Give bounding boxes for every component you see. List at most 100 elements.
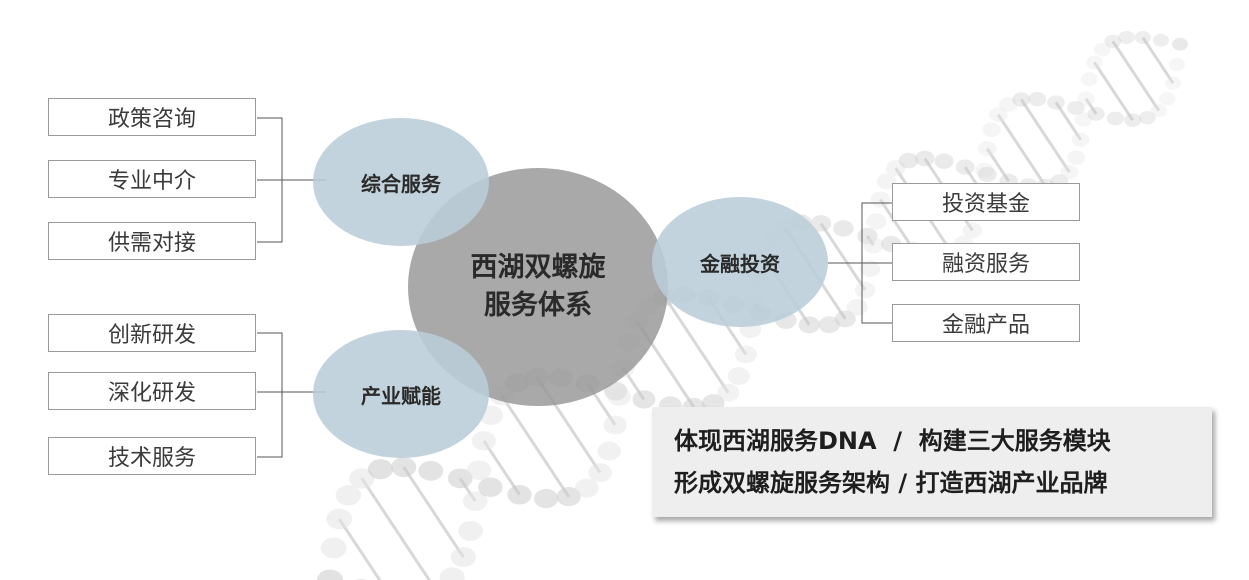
dna-bead	[1152, 33, 1170, 47]
service-item-deepening-rd: 深化研发	[48, 372, 256, 410]
dna-bead	[1138, 110, 1156, 125]
dna-bead	[632, 390, 656, 409]
dna-bead	[1172, 37, 1188, 51]
dna-bead	[447, 468, 473, 489]
dna-bead	[859, 260, 881, 277]
dna-bead	[885, 160, 906, 176]
dna-bead	[1124, 113, 1142, 127]
service-item-policy-consulting: 政策咨询	[48, 98, 256, 136]
dna-bead	[418, 460, 444, 481]
dna-bead	[1071, 132, 1090, 147]
dna-bead	[466, 460, 492, 481]
dna-rung	[996, 113, 1047, 187]
dna-bead	[977, 166, 997, 182]
dna-bead	[1104, 34, 1122, 48]
dna-rung	[1019, 98, 1071, 173]
dna-bead	[326, 508, 353, 530]
service-item-investment-fund: 投资基金	[892, 183, 1080, 221]
module-circle-finance: 金融投资	[652, 197, 828, 327]
dna-bead	[898, 152, 919, 169]
dna-bead	[367, 459, 394, 480]
dna-bead	[1158, 92, 1176, 106]
dna-bead	[834, 310, 856, 328]
dna-bead	[462, 491, 488, 512]
dna-rung	[879, 198, 916, 252]
module-circle-comprehensive: 综合服务	[313, 118, 489, 246]
dna-bead	[1047, 95, 1065, 110]
dna-bead	[597, 441, 621, 461]
dna-rung	[360, 477, 432, 580]
dna-bead	[1012, 92, 1031, 107]
dna-bead	[866, 213, 887, 230]
dna-rung	[866, 235, 875, 247]
dna-rung	[663, 296, 730, 394]
service-item-innovation-rd: 创新研发	[48, 314, 256, 352]
summary-line-2: 形成双螺旋服务架构 / 打造西湖产业品牌	[674, 469, 1108, 497]
dna-bead	[574, 478, 599, 498]
dna-bead	[1067, 150, 1086, 165]
dna-bead	[989, 107, 1008, 123]
service-item-professional-agency: 专业中介	[48, 160, 256, 198]
dna-bead	[349, 468, 375, 489]
connector-finance	[828, 202, 892, 324]
dna-bead	[1028, 91, 1047, 107]
dna-bead	[1074, 112, 1093, 127]
dna-rung	[402, 466, 465, 558]
dna-bead	[870, 191, 891, 208]
dna-bead	[833, 220, 854, 237]
dna-bead	[1118, 30, 1135, 45]
dna-bead	[533, 488, 559, 509]
dna-bead	[998, 97, 1018, 112]
dna-bead	[934, 153, 954, 169]
dna-bead	[876, 173, 897, 190]
dna-bead	[1150, 103, 1168, 118]
dna-bead	[1085, 55, 1103, 70]
dna-bead	[962, 222, 983, 239]
dna-bead	[1077, 91, 1095, 106]
dna-bead	[607, 387, 631, 406]
dna-bead	[556, 487, 581, 507]
module-circle-industry: 产业赋能	[313, 330, 489, 458]
dna-bead	[1067, 100, 1085, 115]
dna-bead	[450, 547, 476, 568]
dna-bead	[507, 485, 532, 505]
dna-bead	[1087, 106, 1105, 121]
dna-bead	[915, 150, 935, 167]
dna-bead	[391, 457, 417, 478]
dna-bead	[588, 463, 612, 483]
dna-bead	[727, 367, 750, 385]
service-item-supply-demand: 供需对接	[48, 222, 256, 260]
center-title-line1: 西湖双螺旋	[470, 252, 606, 283]
dna-rung	[1093, 61, 1134, 121]
summary-line-1: 体现西湖服务DNA / 构建三大服务模块	[674, 427, 1111, 455]
dna-bead	[1106, 111, 1124, 126]
dna-bead	[1172, 37, 1188, 51]
service-item-technical-service: 技术服务	[48, 437, 256, 475]
dna-rung	[1111, 40, 1161, 112]
dna-bead	[478, 477, 503, 498]
dna-bead	[1080, 72, 1098, 87]
dna-bead	[818, 316, 840, 334]
dna-bead	[810, 215, 832, 232]
dna-rung	[1141, 36, 1175, 84]
dna-rung	[985, 147, 1010, 182]
dna-bead	[734, 345, 757, 364]
dna-bead	[439, 567, 465, 580]
dna-bead	[974, 162, 994, 178]
dna-bead	[1134, 31, 1152, 45]
dna-rung	[819, 222, 867, 291]
dna-bead	[604, 381, 628, 401]
dna-rung	[337, 518, 382, 580]
dna-bead	[317, 569, 343, 580]
dna-bead	[1060, 164, 1079, 180]
dna-bead	[854, 281, 876, 299]
dna-bead	[955, 159, 975, 175]
dna-bead	[1093, 42, 1111, 57]
dna-bead	[1164, 76, 1182, 90]
dna-bead	[471, 431, 496, 451]
dna-bead	[798, 316, 820, 334]
summary-box: 体现西湖服务DNA / 构建三大服务模块 形成双螺旋服务架构 / 打造西湖产业品…	[652, 407, 1212, 517]
dna-rung	[1054, 101, 1082, 141]
dna-rung	[500, 394, 570, 498]
dna-bead	[863, 237, 884, 254]
